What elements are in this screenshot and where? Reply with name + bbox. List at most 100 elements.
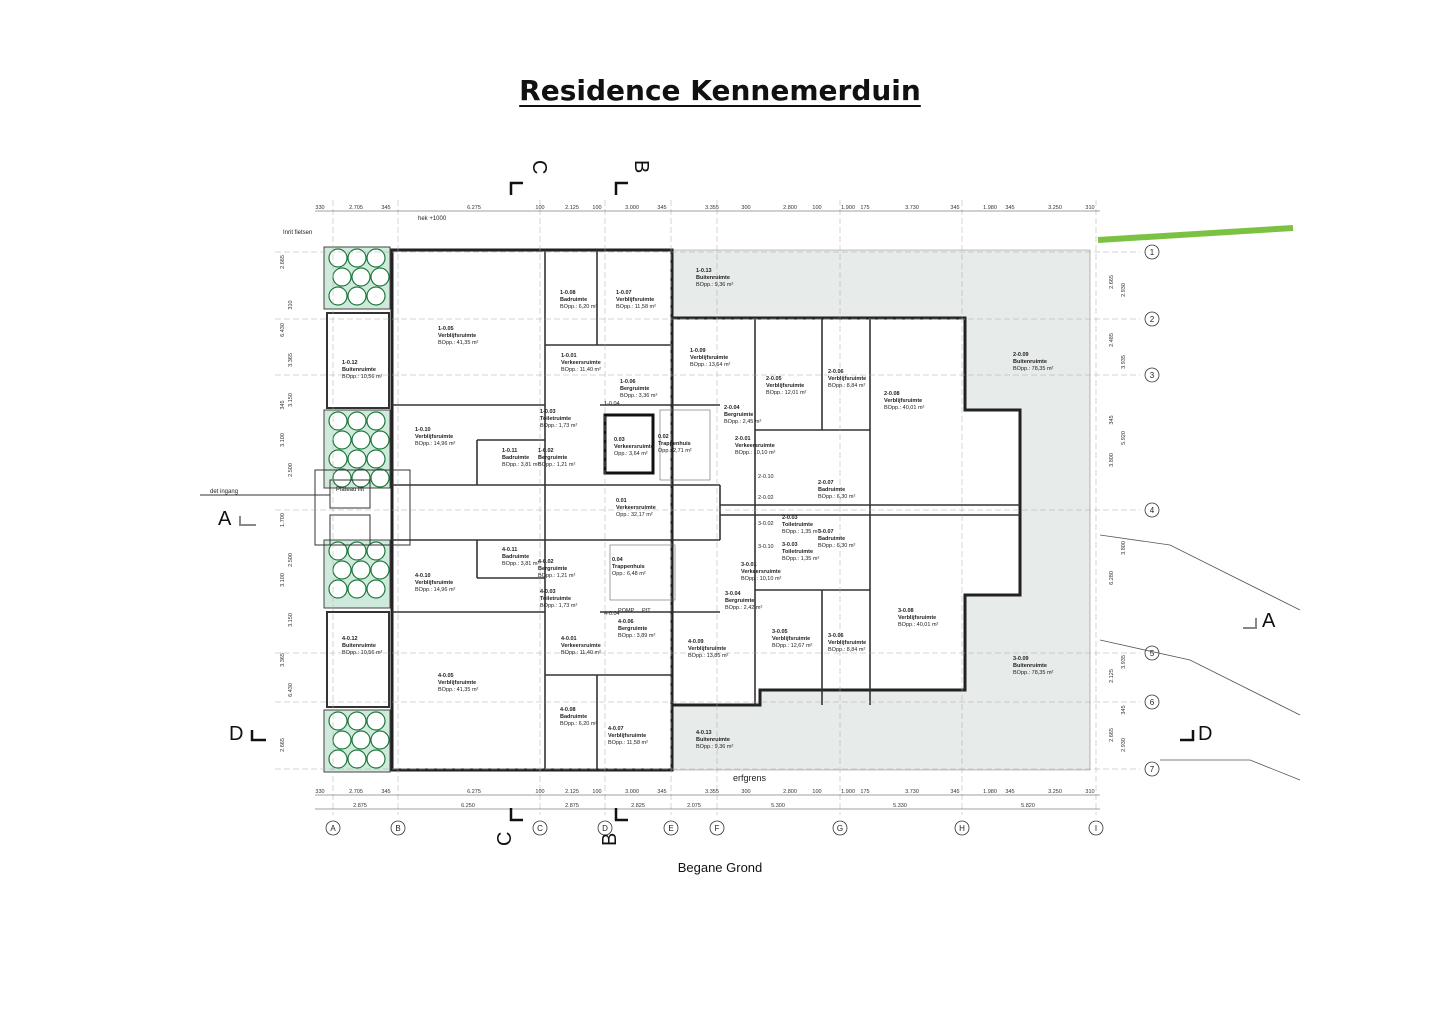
room-name: Verkeersruimte (561, 643, 601, 649)
room-name: Badruimte (560, 714, 587, 720)
shrub-icons (328, 248, 390, 769)
shrub-icon (351, 468, 371, 488)
grid-label: H (959, 824, 965, 833)
dimension-label: 2.125 (1109, 669, 1115, 683)
grid-bubble (832, 820, 848, 836)
room-id: 1-0.10 (415, 427, 431, 433)
section-marker-b-bottom: B (599, 833, 621, 846)
shrub-icon (328, 286, 348, 306)
room-id: 1-0.07 (616, 290, 632, 296)
dimension-label: 345 (657, 789, 666, 795)
dimension-label: 345 (1109, 415, 1115, 424)
small-label: PIT (642, 608, 651, 614)
dimension-label: 3.935 (1121, 355, 1127, 369)
dimension-label: 2.930 (1121, 283, 1127, 297)
room-name: Badruimte (560, 297, 587, 303)
room-id: 2-0.04 (724, 405, 741, 411)
dimension-label: 3.250 (1048, 789, 1062, 795)
room-name: Bergruimte (725, 598, 754, 604)
room-area: Opp.: 6,48 m² (612, 571, 646, 577)
dimension-label: 3.150 (288, 613, 294, 627)
room-id: 0.03 (614, 437, 625, 443)
note-hek: hek +1000 (418, 216, 447, 222)
room-id: 0.02 (658, 434, 669, 440)
dimension-label: 5.330 (893, 803, 907, 809)
room-name: Verblijfsruimte (766, 383, 804, 389)
room-id: 2-0.09 (1013, 352, 1029, 358)
shrub-icon (351, 560, 371, 580)
shrub-icon (347, 286, 367, 306)
note-det-ingang: det ingang (210, 489, 238, 495)
dimension-label: 1.980 (983, 789, 997, 795)
dimension-label: 345 (950, 205, 959, 211)
grid-label: C (537, 824, 543, 833)
shrub-icon (347, 749, 367, 769)
room-id: 1-0.08 (560, 290, 576, 296)
dimension-label: 6.250 (461, 803, 475, 809)
room-area: BOpp.: 6,20 m² (560, 304, 597, 310)
grid-bubble (1144, 694, 1160, 710)
dimension-label: 2.875 (565, 803, 579, 809)
shrub-icon (332, 730, 352, 750)
dimension-label: 345 (1005, 789, 1014, 795)
dimension-label: 345 (950, 789, 959, 795)
room-name: Verblijfsruimte (828, 640, 866, 646)
room-id: 4-0.02 (538, 559, 554, 565)
room-id: 1-0.11 (502, 448, 517, 454)
shrub-icon (366, 749, 386, 769)
room-name: Verblijfsruimte (415, 580, 453, 586)
dimension-label: 2.500 (288, 463, 294, 477)
shrub-icon (328, 579, 348, 599)
room-id: 4-0.06 (618, 619, 634, 625)
dimension-label: 6.275 (467, 205, 481, 211)
shrub-icon (332, 560, 352, 580)
room-id: 3-0.05 (772, 629, 788, 635)
dimension-label: 175 (860, 789, 869, 795)
shrub-icon (366, 286, 386, 306)
room-area: Opp.: 2,71 m² (658, 448, 692, 454)
planters (323, 246, 391, 773)
room-name: Toiletruimte (540, 416, 571, 422)
room-name: Verblijfsruimte (438, 333, 476, 339)
grid-bubble (597, 820, 613, 836)
dimension-label: 300 (741, 205, 750, 211)
room-id: 4-0.05 (438, 673, 454, 679)
room-id: 0.04 (612, 557, 624, 563)
grid-bubble (1144, 367, 1160, 383)
dimension-label: 3.000 (625, 205, 639, 211)
page-title: Residence Kennemerduin (519, 74, 921, 107)
room-id: 3-0.07 (818, 529, 834, 535)
dimension-label: 2.485 (1109, 333, 1115, 347)
room-id: 3-0.08 (898, 608, 914, 614)
shrub-icon (370, 468, 390, 488)
room-area: Opp.: 3,64 m² (614, 451, 648, 457)
shrub-icon (328, 411, 348, 431)
room-area: BOpp.: 3,89 m² (618, 633, 655, 639)
floor-label: Begane Grond (677, 860, 763, 875)
room-id: 0.01 (616, 498, 627, 504)
section-marker-c-top: C (528, 160, 550, 174)
room-area: BOpp.: 1,35 m² (782, 529, 819, 535)
note-erfgrens: erfgrens (733, 773, 767, 783)
room-area: BOpp.: 10,56 m² (342, 650, 383, 656)
room-area: BOpp.: 40,01 m² (884, 405, 925, 411)
dimension-label: 3.800 (1109, 453, 1115, 467)
dimension-label: 6.430 (288, 683, 294, 697)
room-id: 1-0.05 (438, 326, 454, 332)
